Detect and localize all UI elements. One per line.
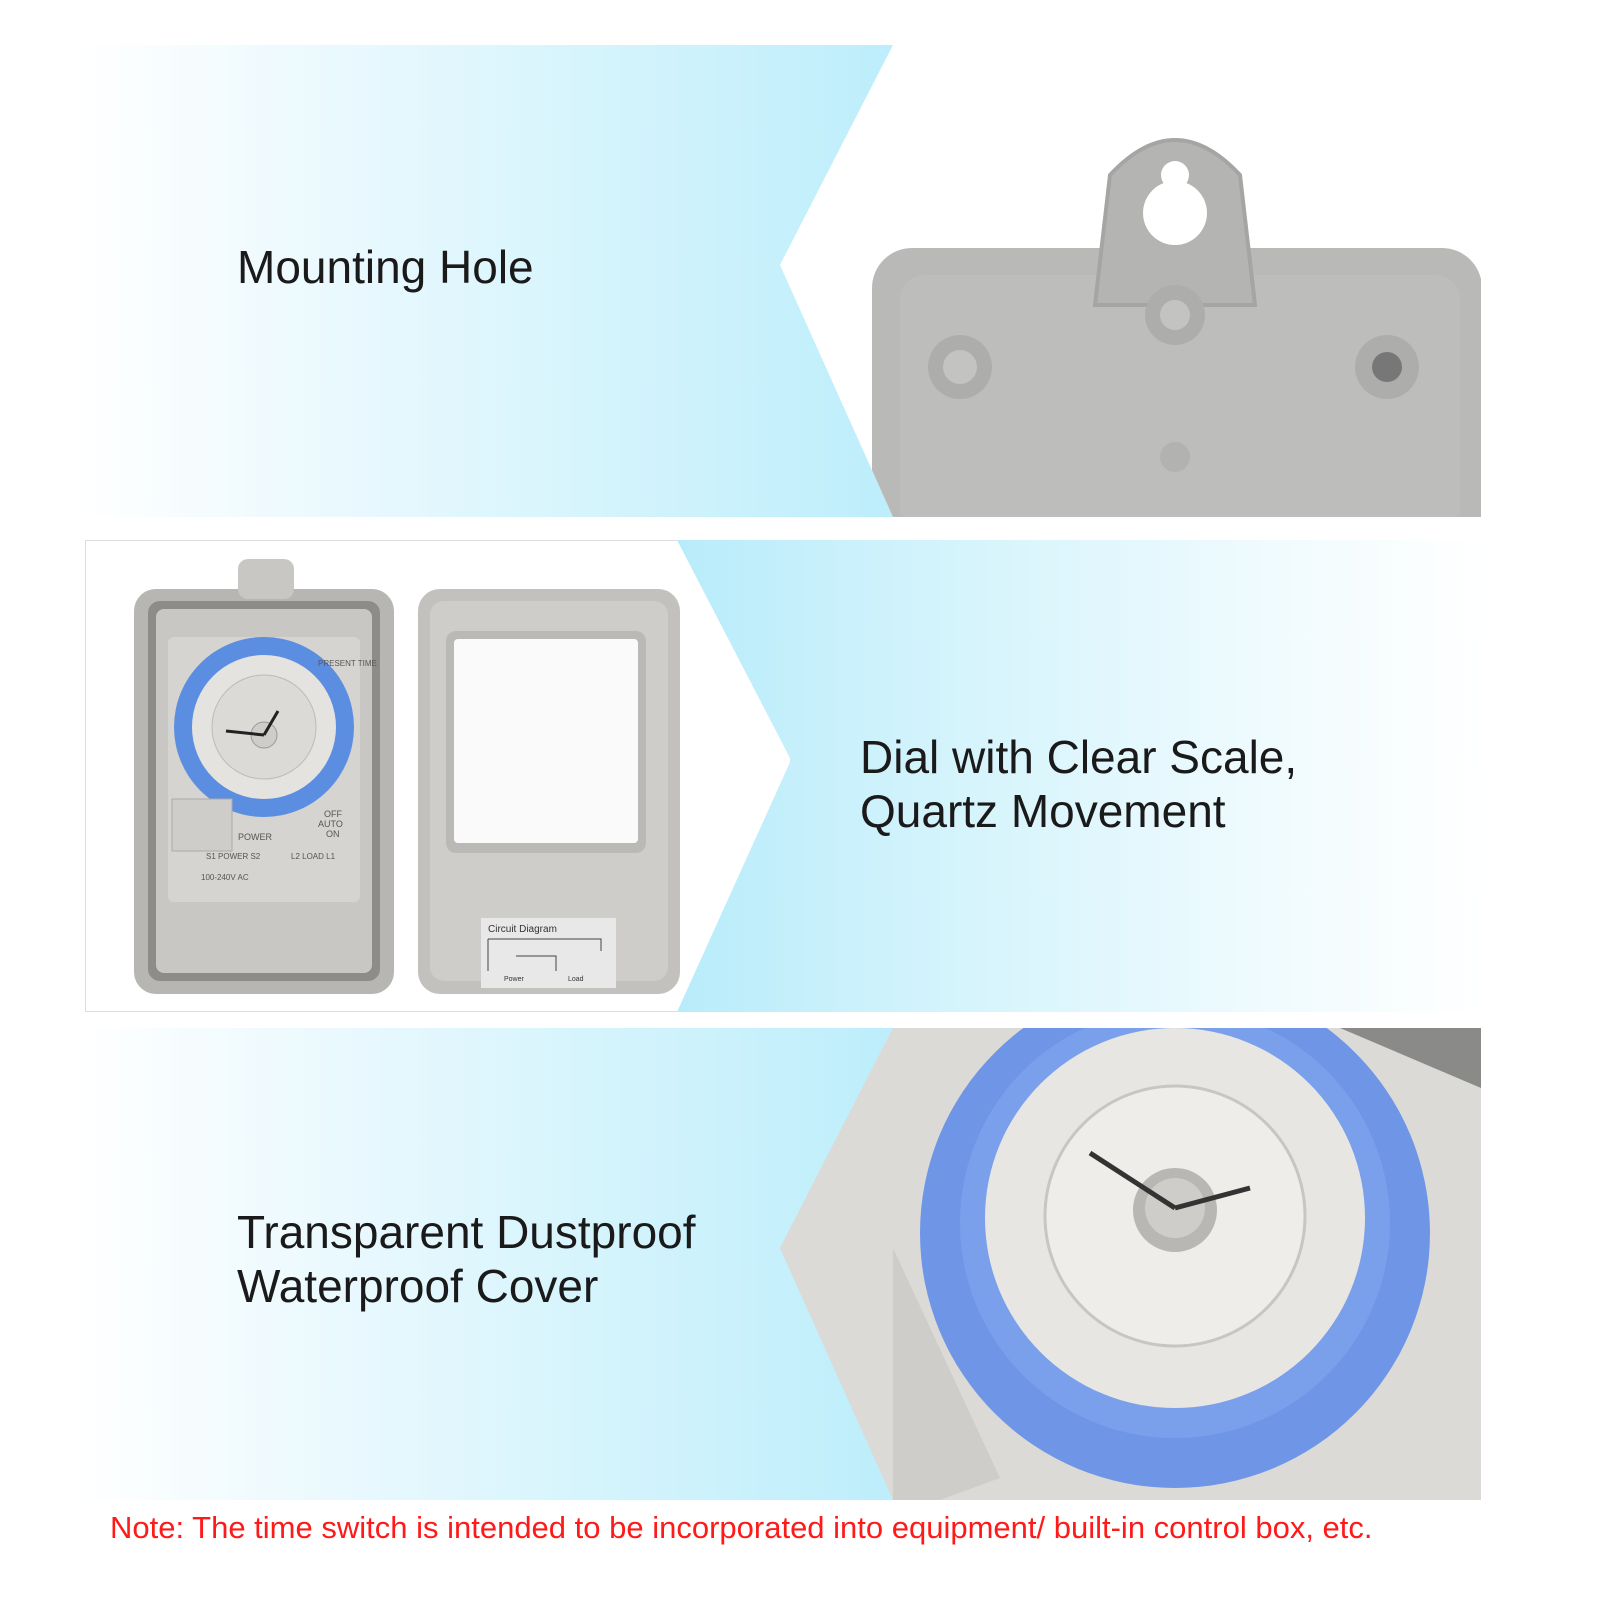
feature-label-line: Waterproof Cover — [237, 1260, 599, 1312]
switch-auto-label: AUTO — [318, 819, 343, 829]
panel-dial: POWER OFF AUTO ON PRESENT TIME S1 POWER … — [85, 540, 1485, 1012]
power-indicator-label: POWER — [238, 832, 273, 842]
switch-off-label: OFF — [324, 809, 342, 819]
feature-label: Dial with Clear Scale, Quartz Movement — [860, 730, 1297, 838]
feature-label: Mounting Hole — [237, 240, 534, 294]
mounting-hole-photo — [780, 45, 1481, 517]
dial-closeup-photo — [780, 1028, 1481, 1500]
voltage-label: 100-240V AC — [201, 873, 249, 882]
switch-on-label: ON — [326, 829, 340, 839]
circuit-diagram-title: Circuit Diagram — [488, 924, 557, 935]
disclaimer-note: Note: The time switch is intended to be … — [110, 1510, 1373, 1545]
enclosure-back-illustration — [872, 138, 1481, 517]
circuit-power-label: Power — [504, 976, 525, 983]
open-timer-photo: POWER OFF AUTO ON PRESENT TIME S1 POWER … — [85, 540, 791, 1012]
open-timer-illustration: POWER OFF AUTO ON PRESENT TIME S1 POWER … — [134, 559, 680, 994]
feature-label-line: Transparent Dustproof — [237, 1206, 696, 1258]
load-terminals-label: L2 LOAD L1 — [291, 852, 336, 861]
feature-label-line: Mounting Hole — [237, 241, 534, 293]
circuit-load-label: Load — [568, 976, 584, 983]
feature-label: Transparent Dustproof Waterproof Cover — [237, 1205, 696, 1313]
feature-label-line: Quartz Movement — [860, 785, 1226, 837]
power-terminals-label: S1 POWER S2 — [206, 852, 261, 861]
present-time-label: PRESENT TIME — [318, 659, 377, 668]
feature-label-line: Dial with Clear Scale, — [860, 731, 1298, 783]
panel-mounting-hole: Mounting Hole — [75, 45, 1481, 517]
dial-closeup-illustration — [780, 1028, 1481, 1500]
panel-cover: Transparent Dustproof Waterproof Cover — [75, 1028, 1481, 1500]
